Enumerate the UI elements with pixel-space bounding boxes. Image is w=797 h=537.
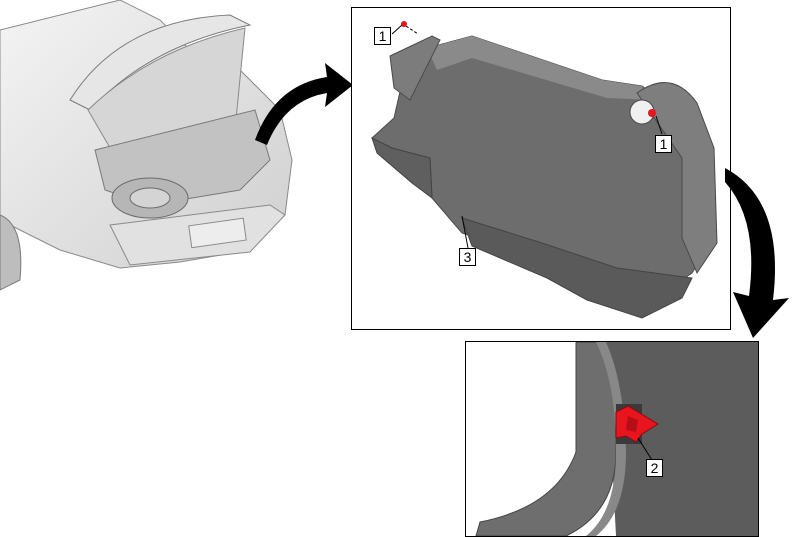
trim-panel-view: 1 1 3 xyxy=(351,7,731,330)
arrow-to-detail-panel-icon xyxy=(725,168,789,338)
callout-fastener-right: 1 xyxy=(655,135,672,153)
callout-clip: 2 xyxy=(646,459,663,477)
callout-fastener-top: 1 xyxy=(374,27,391,45)
vehicle-overview-illustration xyxy=(0,0,293,291)
clip-detail-view: 2 xyxy=(465,341,759,537)
clip-detail-illustration xyxy=(466,342,758,536)
callout-trim-panel: 3 xyxy=(459,248,476,266)
arrow-to-main-panel-icon xyxy=(255,63,353,145)
quarter-trim-panel-illustration xyxy=(371,21,718,319)
